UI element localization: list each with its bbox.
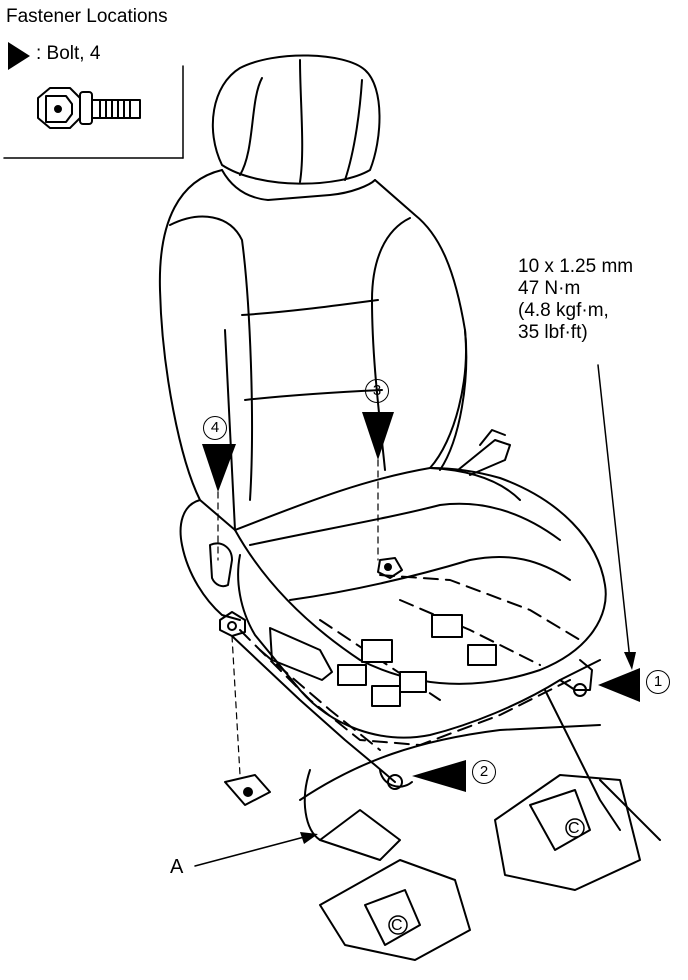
floor-mark-c-front xyxy=(565,818,585,838)
seat-headrest xyxy=(211,54,381,185)
callout-2: 2 xyxy=(472,760,496,784)
callout-4: 4 xyxy=(203,416,227,440)
callout-3: 3 xyxy=(365,379,389,403)
spec-line-4: 35 lbf·ft) xyxy=(518,322,588,343)
label-c-front: C xyxy=(568,820,580,837)
bolt-legend-label: : Bolt, 4 xyxy=(36,43,101,64)
bolt-arrow-1 xyxy=(598,668,640,702)
floor-bracket-rear-left xyxy=(224,774,271,806)
bolt-arrow-3 xyxy=(362,412,394,460)
floor-front-right-pad xyxy=(494,689,661,891)
torque-spec: 10 x 1.25 mm 47 N·m (4.8 kgf·m, 35 lbf·f… xyxy=(518,256,633,344)
seat-frame xyxy=(219,557,593,790)
label-a: A xyxy=(170,856,184,878)
seat-rails xyxy=(239,574,581,751)
label-a-leader xyxy=(194,832,318,867)
seat-back xyxy=(158,169,468,531)
seat-cushion xyxy=(234,467,607,739)
bolt-guide-lines xyxy=(217,459,379,776)
bolt-arrow-4 xyxy=(202,444,236,492)
spec-leader xyxy=(597,364,636,670)
bolt-arrow-2 xyxy=(412,760,466,792)
spec-line-2: 47 N·m xyxy=(518,278,581,299)
spec-line-1: 10 x 1.25 mm xyxy=(518,256,634,277)
seat-side-trim xyxy=(179,429,511,621)
legend-box xyxy=(3,65,184,159)
floor-front-left-pad xyxy=(299,724,601,961)
bolt-arrow-icon xyxy=(8,42,30,70)
bolt-icon xyxy=(37,87,141,129)
floor-mark-c-rear xyxy=(388,915,408,935)
diagram-title: Fastener Locations xyxy=(6,6,168,27)
spec-line-3: (4.8 kgf·m, xyxy=(518,300,609,321)
label-c-rear: C xyxy=(391,917,403,934)
callout-1: 1 xyxy=(646,670,670,694)
